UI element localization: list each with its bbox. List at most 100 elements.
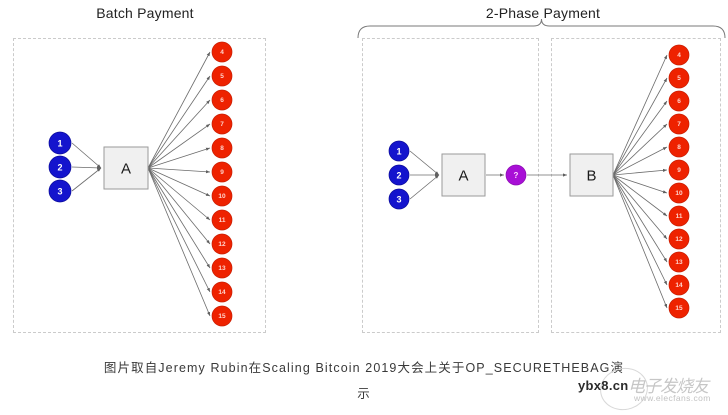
- output-node-6: 6: [211, 89, 233, 111]
- input-node-3: 3: [388, 188, 410, 210]
- edge-fanout-to-5: [612, 77, 668, 176]
- output-node-14-shape: [211, 281, 233, 303]
- output-node-4-label: 4: [677, 52, 681, 59]
- input-node-2-shape: [388, 164, 410, 186]
- output-node-4-label: 4: [220, 49, 224, 56]
- group-box-phase-two: [551, 38, 721, 333]
- output-node-9: 9: [211, 161, 233, 183]
- output-node-15: 15: [211, 305, 233, 327]
- output-node-13-shape: [668, 251, 690, 273]
- output-node-7: 7: [211, 113, 233, 135]
- output-node-10: 10: [668, 182, 690, 204]
- caption-line-1: 图片取自Jeremy Rubin在Scaling Bitcoin 2019大会上…: [103, 361, 625, 375]
- output-node-5: 5: [668, 67, 690, 89]
- output-node-14: 14: [211, 281, 233, 303]
- watermark-brand: 电子发烧友: [628, 377, 709, 396]
- output-node-5-shape: [211, 65, 233, 87]
- output-node-4-shape: [211, 41, 233, 63]
- group-box-phase-one: [362, 38, 539, 333]
- nodes-layer: 123456789101112131415A123456789101112131…: [48, 41, 690, 327]
- edge-fanout-to-14: [612, 174, 668, 286]
- edge-fanout-to-5: [147, 75, 211, 169]
- input-node-3-label: 3: [396, 195, 401, 205]
- input-node-1-label: 1: [57, 139, 62, 149]
- output-node-10-shape: [668, 182, 690, 204]
- output-node-14: 14: [668, 274, 690, 296]
- output-node-8-shape: [211, 137, 233, 159]
- edge-fanout-to-10: [147, 167, 211, 197]
- watermark-url: www.elecfans.com: [634, 393, 711, 403]
- input-node-3-shape: [388, 188, 410, 210]
- output-node-4: 4: [668, 44, 690, 66]
- output-node-10-label: 10: [218, 193, 226, 200]
- edge-fanout-to-10: [612, 174, 668, 194]
- output-node-7-label: 7: [677, 121, 681, 128]
- output-node-13: 13: [668, 251, 690, 273]
- output-node-8: 8: [668, 136, 690, 158]
- output-node-12: 12: [211, 233, 233, 255]
- watermark-site: ybx8.cn: [578, 378, 629, 393]
- output-node-6-label: 6: [677, 98, 681, 105]
- intermediate-node-unknown-label: ?: [514, 171, 519, 180]
- output-node-6-shape: [668, 90, 690, 112]
- output-node-11-shape: [211, 209, 233, 231]
- edge-fanout-to-13: [147, 167, 211, 269]
- processor-box-b-shape: [569, 153, 614, 197]
- processor-box-a-shape: [441, 153, 486, 197]
- output-node-7-shape: [668, 113, 690, 135]
- input-node-1-shape: [48, 131, 72, 155]
- caption-line-2: 示: [357, 387, 371, 401]
- output-node-15-label: 15: [218, 313, 226, 320]
- output-node-6: 6: [668, 90, 690, 112]
- edge-input-3-to-A: [409, 174, 440, 200]
- output-node-13: 13: [211, 257, 233, 279]
- output-node-4-shape: [668, 44, 690, 66]
- processor-box-a: A: [103, 146, 149, 190]
- panel-title-2-phase-payment: 2-Phase Payment: [485, 5, 601, 21]
- input-node-2: 2: [388, 164, 410, 186]
- group-brace-2-phase: [357, 18, 726, 39]
- output-node-5-label: 5: [677, 75, 681, 82]
- input-node-3-shape: [48, 179, 72, 203]
- edge-fanout-to-11: [612, 174, 668, 217]
- output-node-6-shape: [211, 89, 233, 111]
- output-node-7-shape: [211, 113, 233, 135]
- edge-fanout-to-4: [612, 54, 668, 176]
- processor-box-a-label: A: [121, 161, 131, 178]
- output-node-8: 8: [211, 137, 233, 159]
- output-node-13-shape: [211, 257, 233, 279]
- output-node-10-shape: [211, 185, 233, 207]
- edge-input-1-to-A: [409, 150, 440, 176]
- processor-box-a-label: A: [458, 168, 468, 185]
- edge-fanout-to-14: [147, 167, 211, 293]
- output-node-14-shape: [668, 274, 690, 296]
- output-node-8-label: 8: [220, 145, 224, 152]
- edge-fanout-to-15: [612, 174, 668, 309]
- output-node-7-label: 7: [220, 121, 224, 128]
- output-node-12-shape: [211, 233, 233, 255]
- output-node-9-shape: [211, 161, 233, 183]
- edge-fanout-to-7: [147, 123, 211, 169]
- input-node-1: 1: [388, 140, 410, 162]
- output-node-5-label: 5: [220, 73, 224, 80]
- edge-input-3-to-A: [71, 167, 102, 192]
- brace-layer: [357, 18, 726, 39]
- output-node-13-label: 13: [218, 265, 226, 272]
- output-node-9-shape: [668, 159, 690, 181]
- input-node-3: 3: [48, 179, 72, 203]
- output-node-9-label: 9: [220, 169, 224, 176]
- output-node-7: 7: [668, 113, 690, 135]
- processor-box-a: A: [441, 153, 486, 197]
- intermediate-node-unknown-shape: [505, 164, 527, 186]
- output-node-12-label: 12: [218, 241, 226, 248]
- output-node-14-label: 14: [675, 282, 683, 289]
- edge-input-1-to-A: [71, 142, 102, 169]
- edge-input-2-to-A: [71, 166, 102, 170]
- input-node-1-label: 1: [396, 147, 401, 157]
- output-node-15: 15: [668, 297, 690, 319]
- processor-box-b: B: [569, 153, 614, 197]
- input-node-3-label: 3: [57, 187, 62, 197]
- output-node-11: 11: [211, 209, 233, 231]
